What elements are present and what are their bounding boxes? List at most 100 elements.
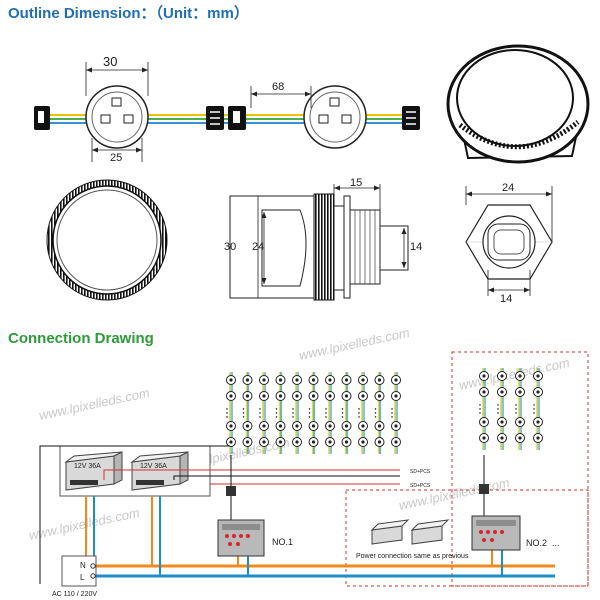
led-pixel <box>242 437 253 447</box>
led-pixel <box>292 421 302 431</box>
pixel-3d-view <box>446 44 590 164</box>
watermark-2: www.lpixelleds.com <box>38 385 152 423</box>
led-pixel <box>325 391 335 401</box>
led-pixel <box>341 375 352 385</box>
watermark-6: www.lpixelleds.com <box>398 475 512 513</box>
connector-right <box>402 106 420 130</box>
led-pixel <box>341 437 352 447</box>
pixel-node-1 <box>85 85 149 149</box>
pixel-side-view: 15 30 24 14 <box>224 177 422 301</box>
led-pixel <box>497 387 507 397</box>
wiring <box>39 445 555 584</box>
led-pixel <box>259 437 269 447</box>
led-column <box>497 368 507 450</box>
dashed-group-right <box>451 351 589 587</box>
dim-15: 15 <box>350 177 362 189</box>
led-pixel <box>341 421 352 431</box>
connector-left <box>34 106 50 130</box>
dashed-group-bottom <box>345 489 589 587</box>
led-column <box>374 372 385 454</box>
ellipsis-label: ... <box>552 538 560 548</box>
connection-drawing-title: Connection Drawing <box>8 330 154 347</box>
led-matrix-group-1 <box>226 372 401 454</box>
led-pixel <box>479 371 489 381</box>
led-pixel <box>497 433 507 443</box>
led-column <box>341 372 352 454</box>
psu-2-label: 12V 36A <box>140 463 167 470</box>
led-pixel <box>515 433 525 443</box>
pixel-back-view: 24 14 <box>465 182 553 305</box>
led-pixel <box>358 375 368 385</box>
led-pixel <box>226 391 236 401</box>
led-pixel <box>497 417 507 427</box>
led-pixel <box>533 371 543 381</box>
led-pixel <box>292 375 302 385</box>
pixel-front-view <box>46 179 168 301</box>
led-column <box>259 372 269 454</box>
led-pixel <box>308 391 319 401</box>
dim-30-side: 30 <box>224 241 236 253</box>
led-pixel <box>533 433 543 443</box>
led-pixel <box>374 437 385 447</box>
led-pixel <box>358 421 368 431</box>
led-pixel <box>275 391 286 401</box>
led-pixel <box>259 375 269 385</box>
watermarks: www.lpixelleds.com www.lpixelleds.com ww… <box>28 325 572 543</box>
led-pixel <box>391 437 401 447</box>
dim-24-hex: 24 <box>502 182 514 194</box>
led-pixel <box>479 433 489 443</box>
led-column <box>242 372 253 454</box>
led-column <box>325 372 335 454</box>
led-pixel <box>374 391 385 401</box>
led-pixel <box>391 421 401 431</box>
mains-l-label: L <box>80 573 85 582</box>
led-pixel <box>515 387 525 397</box>
led-pixel <box>259 391 269 401</box>
power-supply-1: 12V 36A <box>64 451 123 491</box>
ac-voltage-label: AC 110 / 220V <box>52 591 97 598</box>
led-pixel <box>374 421 385 431</box>
watermark-5: www.lpixelleds.com <box>28 505 142 543</box>
led-column <box>515 368 525 450</box>
led-column <box>391 372 401 454</box>
led-column <box>533 368 543 450</box>
led-pixel <box>479 387 489 397</box>
power-note: Power connection same as previous <box>356 553 469 560</box>
led-pixel <box>358 391 368 401</box>
controller-no1-label: NO.1 <box>272 537 293 547</box>
pixel-string-top-view: 30 25 68 <box>34 54 420 164</box>
outline-dimension-title: Outline Dimension：（Unit：mm） <box>8 4 249 22</box>
connector-mid-male <box>206 106 224 130</box>
led-pixel <box>242 375 253 385</box>
led-column <box>479 368 489 450</box>
controller-no2 <box>471 515 521 551</box>
led-pixel <box>515 417 525 427</box>
led-pixel <box>325 437 335 447</box>
pixel-node-2 <box>303 85 367 149</box>
dim-25: 25 <box>110 152 122 164</box>
led-pixel <box>533 417 543 427</box>
led-pixel <box>358 437 368 447</box>
controller-no2-label: NO.2 <box>526 538 547 548</box>
led-pixel <box>226 375 236 385</box>
led-column <box>275 372 286 454</box>
led-pixel <box>515 371 525 381</box>
dim-14-side: 14 <box>410 241 422 253</box>
mains-input: N L <box>61 555 97 587</box>
led-pixel <box>242 391 253 401</box>
led-pixel <box>242 421 253 431</box>
led-pixel <box>275 437 286 447</box>
signal-label-2: SD+PCS <box>410 483 431 489</box>
dim-30-top: 30 <box>103 54 117 69</box>
watermark-1: www.lpixelleds.com <box>298 325 412 363</box>
led-pixel <box>308 421 319 431</box>
power-note-psus <box>370 519 450 545</box>
led-pixel <box>226 421 236 431</box>
led-pixel <box>479 417 489 427</box>
led-pixel <box>226 437 236 447</box>
controller-no1 <box>217 519 265 557</box>
led-column <box>308 372 319 454</box>
led-pixel <box>292 391 302 401</box>
power-supply-2: 12V 36A <box>130 451 189 491</box>
